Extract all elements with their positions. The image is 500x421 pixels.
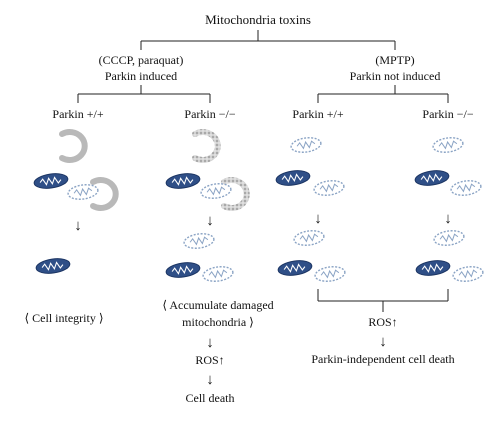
- inactive-parkin-arc-icon: [192, 129, 221, 163]
- diagram-title: Mitochondria toxins: [205, 12, 311, 27]
- damaged-mitochondrion-icon: [432, 137, 464, 153]
- damaged-mitochondrion-icon: [200, 183, 232, 199]
- damaged-mitochondrion-icon: [290, 137, 322, 153]
- arrow-down-icon: ↓: [206, 335, 214, 351]
- parkin-arc-icon: [90, 177, 119, 211]
- damaged-mitochondrion-icon: [433, 230, 465, 246]
- right-branch-connectors: [317, 85, 449, 103]
- parkin-arc-icon: [59, 129, 88, 163]
- label-right-parkin-ko: Parkin −/−: [422, 107, 473, 121]
- damaged-mitochondrion-icon: [67, 184, 99, 200]
- ros-label-right: ROS↑: [368, 315, 397, 329]
- damaged-mitochondrion-icon: [183, 233, 215, 249]
- ros-label-left: ROS↑: [195, 353, 224, 367]
- merge-bracket: [317, 289, 449, 312]
- healthy-mitochondrion-icon: [165, 262, 201, 278]
- right-branch-toxins: (MPTP): [375, 53, 414, 67]
- damaged-mitochondrion-icon: [450, 180, 482, 196]
- outcome-accumulate-damaged: ⟨ Accumulate damaged: [162, 298, 273, 312]
- arrow-down-icon: ↓: [444, 211, 452, 227]
- right-branch-status: Parkin not induced: [350, 69, 441, 83]
- arrow-down-icon: ↓: [314, 211, 322, 227]
- damaged-mitochondrion-icon: [314, 266, 346, 282]
- damaged-mitochondrion-icon: [293, 230, 325, 246]
- left-branch-status: Parkin induced: [105, 69, 177, 83]
- tree-connectors: [140, 30, 396, 50]
- left-branch-connectors: [77, 85, 211, 103]
- damaged-mitochondrion-icon: [452, 266, 484, 282]
- outcome-cell-integrity: ⟨ Cell integrity ⟩: [24, 311, 103, 325]
- healthy-mitochondrion-icon: [414, 170, 450, 186]
- healthy-mitochondrion-icon: [277, 260, 313, 276]
- healthy-mitochondrion-icon: [33, 173, 69, 189]
- left-branch-toxins: (CCCP, paraquat): [99, 53, 184, 67]
- damaged-mitochondrion-icon: [202, 266, 234, 282]
- healthy-mitochondrion-icon: [275, 170, 311, 186]
- label-left-parkin-ko: Parkin −/−: [184, 107, 235, 121]
- arrow-down-icon: ↓: [74, 218, 82, 234]
- final-cell-death: Cell death: [186, 391, 235, 405]
- damaged-mitochondrion-icon: [313, 180, 345, 196]
- healthy-mitochondrion-icon: [165, 173, 201, 189]
- outcome-accumulate-damaged-cont: mitochondria ⟩: [182, 315, 254, 329]
- arrow-down-icon: ↓: [206, 213, 214, 229]
- final-parkin-independent-death: Parkin-independent cell death: [311, 352, 454, 366]
- healthy-mitochondrion-icon: [415, 260, 451, 276]
- arrow-down-icon: ↓: [206, 372, 214, 388]
- inactive-parkin-arc-icon: [221, 177, 250, 211]
- label-right-parkin-wt: Parkin +/+: [292, 107, 343, 121]
- arrow-down-icon: ↓: [379, 334, 387, 350]
- label-left-parkin-wt: Parkin +/+: [52, 107, 103, 121]
- healthy-mitochondrion-icon: [35, 258, 71, 274]
